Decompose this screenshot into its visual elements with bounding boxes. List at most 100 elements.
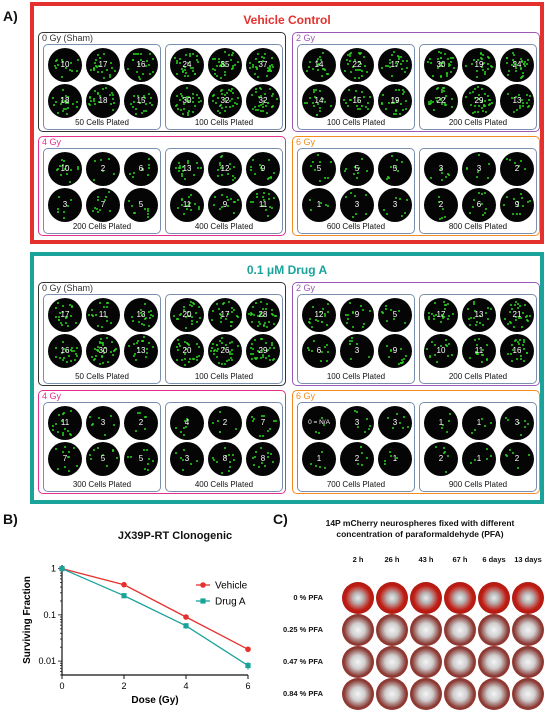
colony-dot bbox=[51, 97, 54, 100]
colony-dot bbox=[236, 345, 239, 348]
colony-dot bbox=[320, 320, 323, 323]
colony-dot bbox=[226, 172, 229, 175]
colony-dot bbox=[102, 306, 105, 309]
colony-dot bbox=[323, 69, 326, 72]
colony-dot bbox=[385, 64, 388, 67]
colony-dot bbox=[452, 313, 455, 316]
colony-dot bbox=[449, 63, 452, 66]
colony-dot bbox=[516, 109, 519, 112]
colony-dot bbox=[102, 453, 105, 456]
colony-count: 19 bbox=[474, 60, 484, 69]
colony-dot bbox=[249, 346, 252, 349]
colony-dot bbox=[197, 166, 200, 169]
colony-dot bbox=[62, 305, 65, 308]
colony-dot bbox=[228, 460, 231, 463]
colony-dot bbox=[522, 75, 525, 78]
colony-dot bbox=[96, 346, 99, 349]
colony-dot bbox=[440, 315, 443, 318]
colony-dot bbox=[110, 414, 113, 417]
colony-count: 2 bbox=[222, 418, 228, 427]
colony-dot bbox=[366, 107, 369, 110]
colony-dot bbox=[59, 174, 62, 177]
colony-well: 3 bbox=[500, 406, 534, 440]
colony-dot bbox=[436, 58, 439, 61]
colony-count: 3 bbox=[392, 200, 398, 209]
colony-dot bbox=[251, 159, 254, 162]
colony-dot bbox=[349, 357, 352, 360]
colony-dot bbox=[512, 197, 515, 200]
colony-dot bbox=[510, 307, 513, 310]
colony-dot bbox=[262, 415, 265, 418]
colony-dot bbox=[313, 90, 316, 93]
colony-well: 18 bbox=[86, 84, 120, 118]
colony-dot bbox=[184, 54, 187, 57]
colony-dot bbox=[482, 214, 485, 217]
colony-dot bbox=[465, 167, 468, 170]
colony-dot bbox=[218, 61, 221, 64]
colony-dot bbox=[195, 343, 198, 346]
colony-dot bbox=[527, 59, 530, 62]
colony-well: 13 bbox=[124, 334, 158, 368]
colony-count: 7 bbox=[260, 418, 266, 427]
colony-dot bbox=[137, 63, 140, 66]
colony-dot bbox=[307, 348, 310, 351]
colony-dot bbox=[522, 105, 525, 108]
colony-dot bbox=[93, 348, 96, 351]
colony-dot bbox=[518, 94, 521, 97]
colony-dot bbox=[105, 86, 108, 89]
cells-plated-label: 800 Cells Plated bbox=[448, 222, 508, 231]
colony-dot bbox=[431, 101, 434, 104]
colony-count: 17 bbox=[98, 60, 108, 69]
colony-dot bbox=[97, 70, 100, 73]
colony-well: 3 bbox=[378, 188, 412, 222]
colony-dot bbox=[275, 419, 278, 422]
colony-dot bbox=[183, 448, 186, 451]
colony-dot bbox=[352, 311, 355, 314]
colony-dot bbox=[254, 338, 257, 341]
colony-dot bbox=[450, 106, 453, 109]
colony-dot bbox=[128, 344, 131, 347]
colony-dot bbox=[478, 154, 481, 157]
colony-dot bbox=[220, 65, 223, 68]
colony-dot bbox=[387, 175, 390, 178]
colony-dot bbox=[131, 204, 134, 207]
colony-dot bbox=[110, 66, 113, 69]
colony-dot bbox=[188, 55, 191, 58]
neurosphere-image bbox=[444, 582, 476, 614]
colony-dot bbox=[525, 63, 528, 66]
colony-dot bbox=[355, 90, 358, 93]
colony-dot bbox=[174, 427, 177, 430]
colony-dot bbox=[404, 108, 407, 111]
colony-dot bbox=[514, 64, 517, 67]
colony-dot bbox=[263, 92, 266, 95]
colony-dot bbox=[55, 307, 58, 310]
colony-dot bbox=[231, 175, 234, 178]
colony-dot bbox=[518, 164, 521, 167]
colony-dot bbox=[212, 352, 215, 355]
colony-well: 7 bbox=[48, 442, 82, 476]
colony-dot bbox=[96, 91, 99, 94]
colony-dot bbox=[368, 427, 370, 430]
colony-well: 3 bbox=[48, 188, 82, 222]
colony-dot bbox=[257, 314, 260, 317]
colony-dot bbox=[442, 86, 445, 89]
colony-dot bbox=[95, 314, 98, 317]
colony-dot bbox=[357, 171, 360, 174]
colony-dot bbox=[316, 154, 319, 157]
colony-dot bbox=[402, 427, 405, 430]
colony-dot bbox=[236, 60, 239, 63]
colony-dot bbox=[476, 76, 479, 79]
colony-count: 18 bbox=[60, 96, 70, 105]
colony-dot bbox=[109, 61, 112, 64]
colony-dot bbox=[89, 416, 92, 419]
colony-dot bbox=[316, 60, 319, 63]
colony-dot bbox=[220, 107, 223, 110]
colony-dot bbox=[322, 97, 325, 100]
colony-dot bbox=[326, 73, 329, 76]
colony-dot bbox=[56, 111, 59, 114]
colony-well: 8 bbox=[246, 442, 280, 476]
colony-dot bbox=[349, 99, 352, 102]
colony-count: 20 bbox=[182, 346, 192, 355]
